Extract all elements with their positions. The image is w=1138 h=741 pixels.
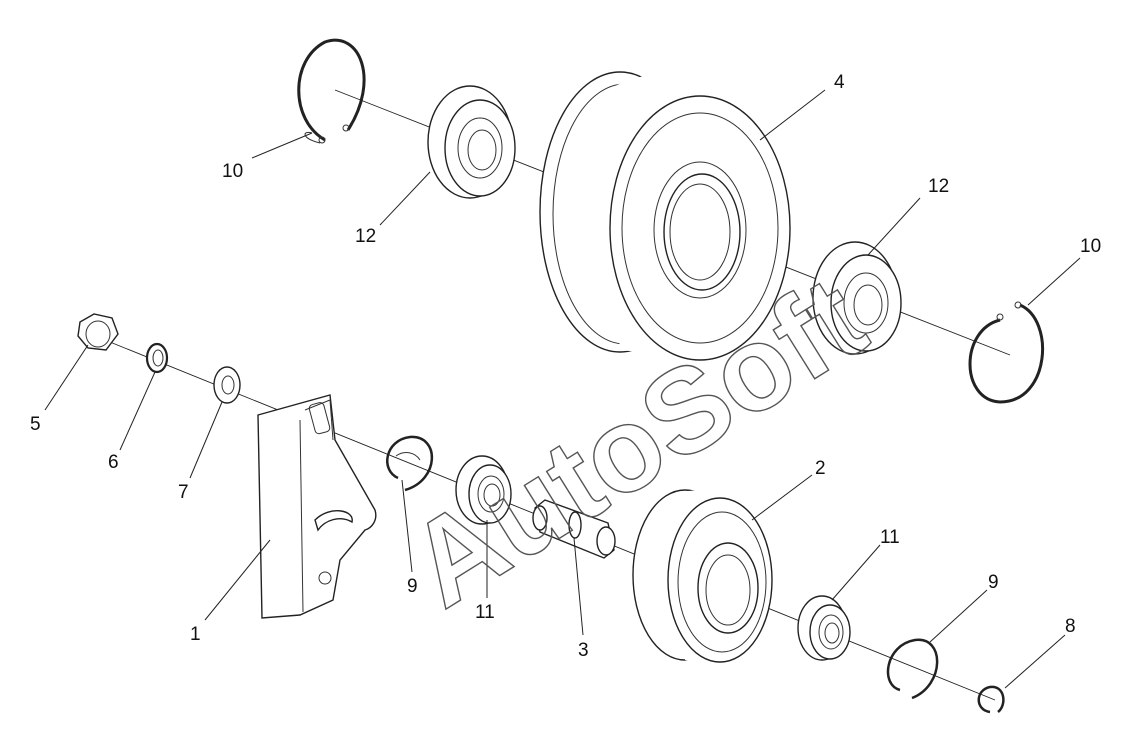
callout-7: 7 [178,482,189,503]
leader-2 [751,474,813,521]
leader-10-right [1027,257,1081,306]
callout-11-left: 11 [475,602,495,623]
retaining-ring-10-left [297,38,366,144]
callout-12-left: 12 [355,226,376,247]
callout-10-right: 10 [1080,236,1101,257]
bearing-12-right [812,241,902,355]
leader-9-right [929,589,988,643]
callout-6: 6 [108,452,119,473]
leader-12-left [379,171,431,226]
callout-12-right: 12 [928,176,949,197]
retaining-ring-10-right [968,301,1045,404]
leader-12-right [867,197,921,256]
callout-9-right: 9 [988,572,999,593]
callout-5: 5 [30,414,41,435]
leader-5 [44,344,89,411]
leader-4 [759,89,826,141]
lock-washer-6 [145,342,169,374]
bracket-1 [257,394,377,619]
callout-3: 3 [578,640,589,661]
pulley-2 [632,489,773,663]
leader-3 [573,537,584,636]
leader-10-left [251,132,313,159]
leader-7 [189,401,223,479]
snap-ring-8 [977,685,1005,714]
callout-9-left: 9 [407,576,418,597]
leader-8 [1004,634,1066,689]
bearing-12-left [427,85,516,199]
leader-6 [119,371,156,451]
leader-11-right [831,544,881,601]
flat-washer-7 [213,366,241,404]
nut-5 [77,313,119,351]
leader-1 [204,539,271,621]
leader-9-left [401,479,413,573]
callout-2: 2 [815,458,826,479]
callout-10-left: 10 [222,161,243,182]
callout-8: 8 [1065,616,1076,637]
axle-3 [532,499,616,559]
circlip-9-right [886,638,939,700]
pulley-4 [539,71,791,361]
callout-11-right: 11 [880,527,900,548]
callout-4: 4 [834,72,845,93]
bearing-11-left [455,455,512,525]
bearing-11-right [797,595,851,661]
callout-1: 1 [190,624,201,645]
circlip-9-left [386,435,434,492]
